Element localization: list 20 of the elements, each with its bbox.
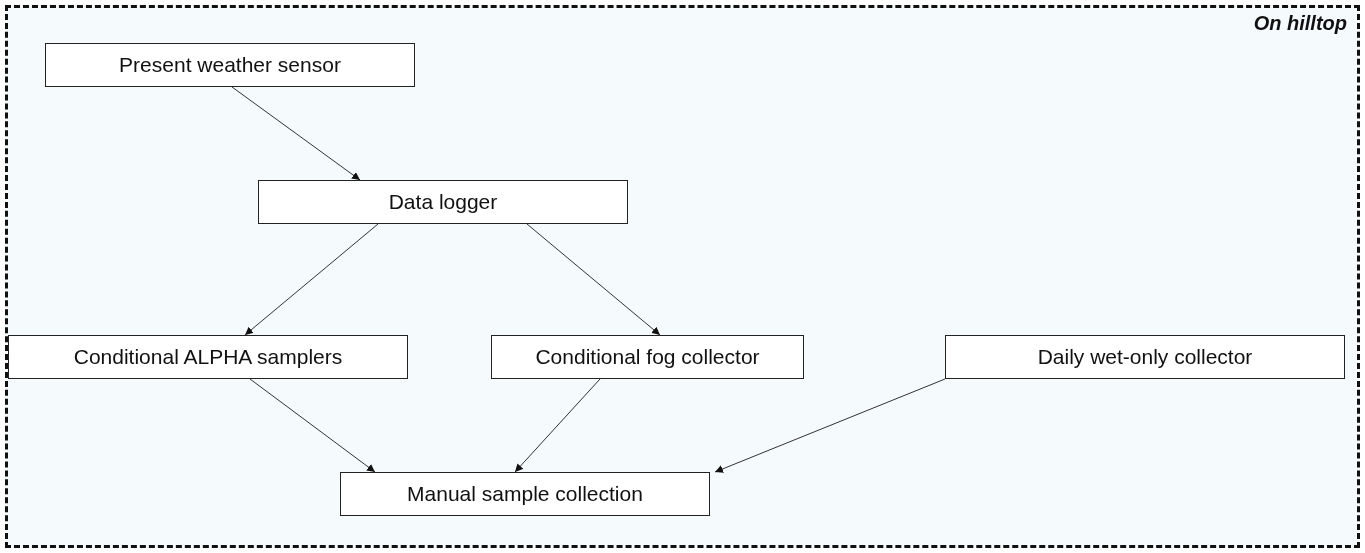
arrow <box>231 86 361 181</box>
box-label: Daily wet-only collector <box>1037 345 1253 369</box>
arrow <box>249 378 376 473</box>
region-heading: On hilltop <box>1253 12 1347 35</box>
process-box <box>8 335 408 379</box>
process-box <box>945 335 1345 379</box>
box-label: Present weather sensor <box>119 53 341 77</box>
box-label: Conditional ALPHA samplers <box>73 345 343 369</box>
arrow <box>714 378 946 473</box>
box-label: Conditional fog collector <box>535 345 760 369</box>
dashed-region <box>5 5 1360 548</box>
box-label: Manual sample collection <box>407 482 643 506</box>
arrow <box>526 223 661 336</box>
process-box <box>45 43 415 87</box>
arrow <box>514 378 601 473</box>
process-box <box>491 335 804 379</box>
process-box <box>258 180 628 224</box>
arrow <box>244 223 379 336</box>
box-label: Data logger <box>388 190 498 214</box>
process-box <box>340 472 710 516</box>
